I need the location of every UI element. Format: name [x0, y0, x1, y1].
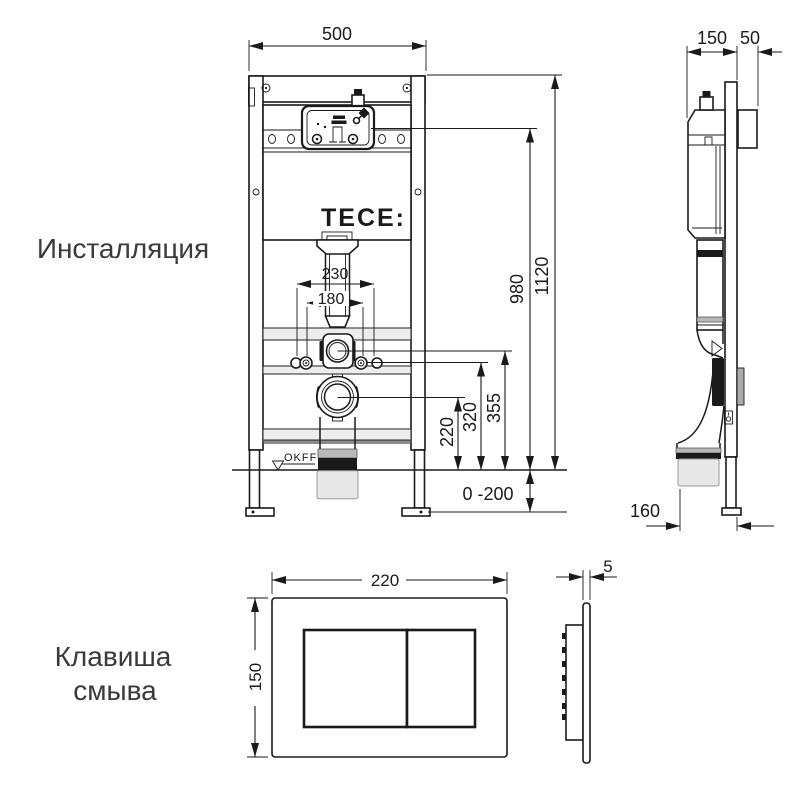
dim-plate-thickness: 5	[603, 557, 612, 576]
plate-dimensions: 220 150	[246, 571, 508, 758]
front-dimensions: 500 230 180 1120 980 355 320	[248, 24, 562, 512]
floor-level-triangle-icon	[271, 460, 285, 471]
plate-thickness-dimension: 5	[556, 557, 617, 600]
dim-plate-height: 150	[246, 663, 265, 691]
flush-button-small	[405, 628, 477, 729]
dim-actuator-height: 980	[507, 274, 527, 304]
flush-unit-box	[300, 89, 376, 151]
plate-mount-frame	[562, 624, 584, 741]
dim-waste-offset: 160	[630, 501, 660, 521]
flush-button-large	[302, 628, 409, 729]
cistern-side	[687, 91, 726, 239]
okff-mark: OKFF	[284, 452, 317, 464]
dim-front-offset: 50	[740, 28, 760, 48]
dim-fixing-inner: 180	[318, 291, 345, 308]
side-dimensions: 150 50 160	[630, 28, 782, 531]
waste-outlet-front	[316, 373, 465, 422]
dim-plate-width: 220	[371, 571, 399, 590]
installation-label: Инсталляция	[37, 233, 209, 264]
plate-profile	[582, 602, 591, 764]
dim-frame-width: 500	[322, 24, 352, 44]
installation-side-view: 150 50 160	[630, 28, 782, 531]
brand-logo: TECE:	[321, 204, 406, 232]
dim-flush-pipe-height: 355	[484, 393, 504, 423]
dim-frame-depth: 150	[697, 28, 727, 48]
installation-front-view: TECE:	[232, 24, 567, 517]
flush-plate-side-view: 5	[556, 557, 617, 764]
waste-socket-below-floor	[316, 470, 359, 500]
flush-key-label-line1: Клавиша	[55, 641, 172, 672]
dim-leg-adjustment: 0 -200	[462, 484, 513, 504]
flush-pipe-front	[316, 239, 359, 336]
flush-plate-front-view: 220 150	[246, 571, 508, 758]
dim-fixing-height: 320	[460, 402, 480, 432]
wall-bracket	[737, 109, 758, 149]
dim-waste-height: 220	[437, 417, 457, 447]
section-labels: Инсталляция Клавиша смыва	[37, 233, 209, 706]
floor-level: OKFF	[232, 452, 567, 513]
flush-key-label-line2: смыва	[73, 675, 157, 706]
dim-fixing-outer: 230	[322, 266, 349, 283]
wc-mounting-band	[262, 327, 512, 375]
lever-mark	[358, 107, 370, 119]
lower-bracket	[736, 367, 745, 406]
frame-legs	[245, 449, 431, 517]
flush-pipe-side	[675, 239, 725, 487]
lower-band-and-socket	[262, 417, 412, 470]
dim-total-height: 1120	[532, 257, 552, 296]
outlet-connector	[712, 358, 724, 406]
